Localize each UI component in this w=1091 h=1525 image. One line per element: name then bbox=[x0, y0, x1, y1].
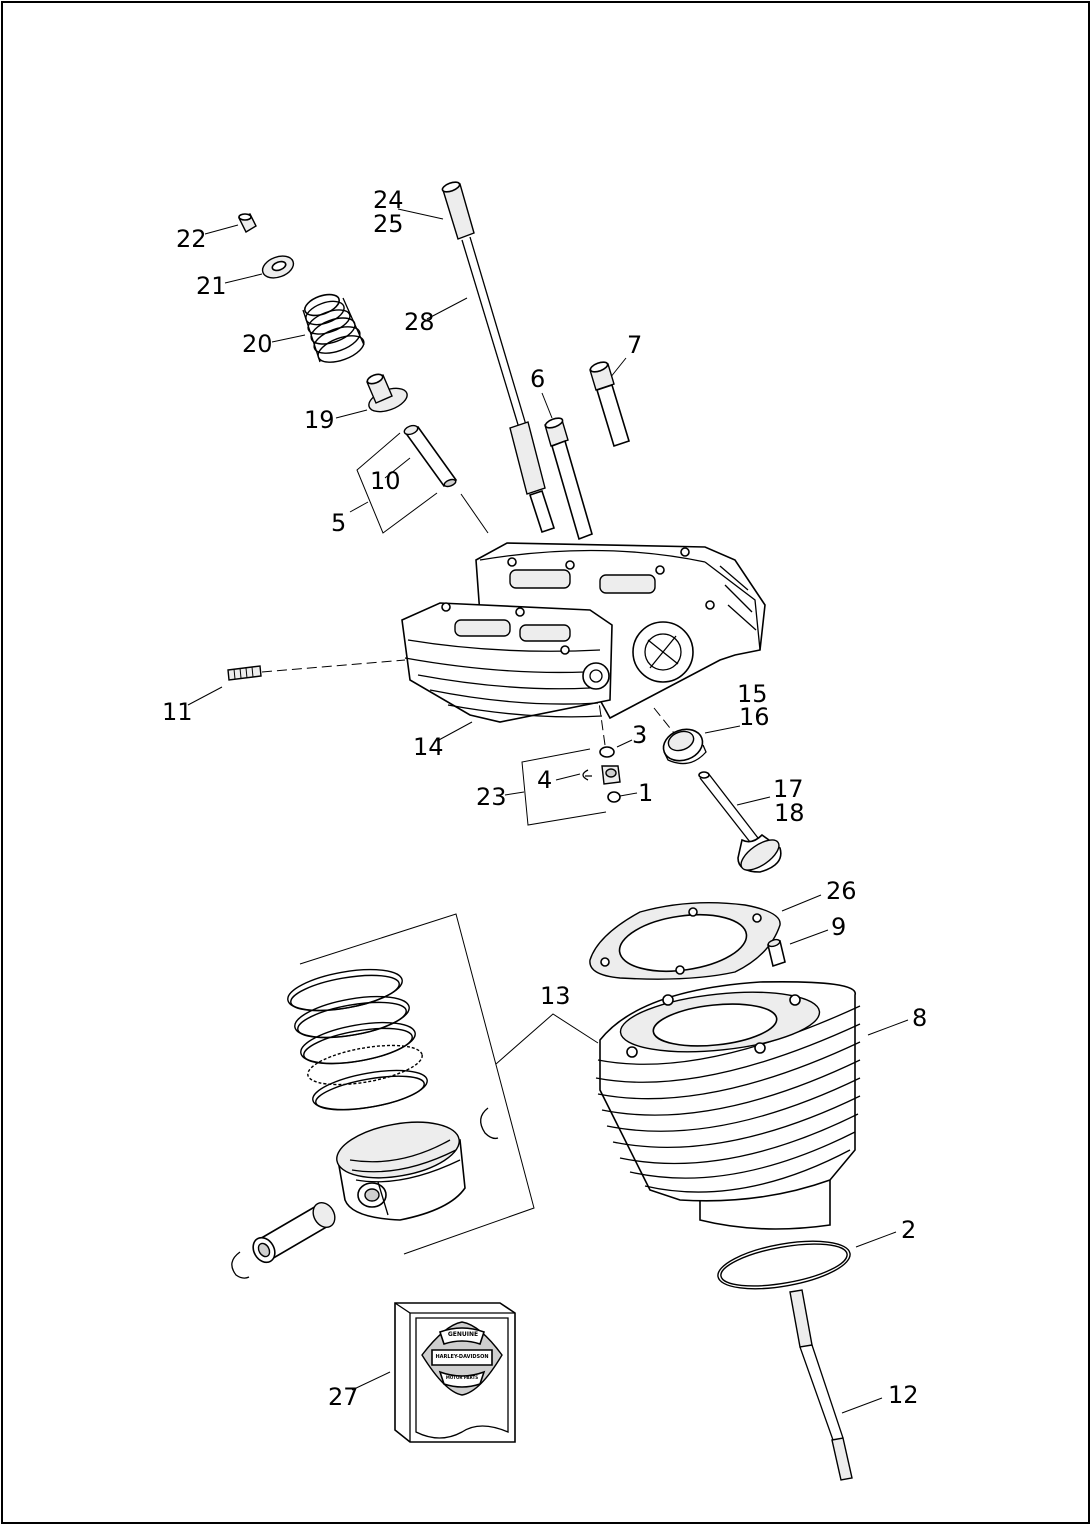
callout-16: 16 bbox=[739, 703, 770, 731]
dowel-pin-part bbox=[767, 938, 786, 968]
callout-26: 26 bbox=[826, 877, 857, 905]
cylinder-part bbox=[595, 980, 861, 1230]
valve-seat-part bbox=[662, 728, 707, 765]
valve-seal-part bbox=[366, 373, 408, 413]
callout-3: 3 bbox=[632, 721, 648, 749]
oil-fitting-part bbox=[582, 746, 621, 803]
callout-13: 13 bbox=[540, 982, 571, 1010]
piston-kit-bracket bbox=[299, 913, 535, 1255]
callout-15: 15 bbox=[737, 680, 768, 708]
callout-9: 9 bbox=[831, 913, 847, 941]
callout-24: 24 bbox=[373, 186, 404, 214]
genuine-parts-kit-box bbox=[394, 1302, 516, 1443]
piston-part bbox=[336, 1121, 466, 1221]
cylinder-head-part bbox=[401, 542, 766, 723]
callout-8: 8 bbox=[912, 1004, 928, 1032]
callout-4: 4 bbox=[537, 766, 553, 794]
stud-small-part bbox=[227, 665, 262, 681]
valve-guide-part bbox=[403, 424, 458, 488]
piston-rings-part bbox=[287, 968, 428, 1111]
logo-top-text: GENUINE bbox=[447, 1331, 479, 1338]
head-bolt-short-part bbox=[544, 417, 593, 541]
callout-18: 18 bbox=[774, 799, 805, 827]
logo-bottom-text: MOTOR PARTS bbox=[445, 1375, 479, 1380]
callout-27: 27 bbox=[328, 1383, 359, 1411]
callout-23: 23 bbox=[476, 783, 507, 811]
o-ring-part bbox=[717, 1240, 851, 1290]
oil-sensor-part bbox=[441, 181, 556, 534]
callout-10: 10 bbox=[370, 467, 401, 495]
callout-1: 1 bbox=[638, 779, 654, 807]
valve-spring-part bbox=[302, 293, 365, 363]
head-gasket-part bbox=[589, 901, 781, 980]
callout-6: 6 bbox=[530, 365, 546, 393]
cylinder-stud-part bbox=[789, 1289, 853, 1481]
callout-21: 21 bbox=[196, 272, 227, 300]
callout-20: 20 bbox=[242, 330, 273, 358]
callout-12: 12 bbox=[888, 1381, 919, 1409]
callout-19: 19 bbox=[304, 406, 335, 434]
callout-25: 25 bbox=[373, 210, 404, 238]
head-bolt-long-part bbox=[589, 361, 630, 448]
callout-14: 14 bbox=[413, 733, 444, 761]
spring-retainer-part bbox=[261, 255, 295, 279]
wrist-pin-part bbox=[252, 1201, 336, 1264]
piston-circlip-part bbox=[231, 1107, 499, 1279]
callout-7: 7 bbox=[627, 331, 643, 359]
callout-22: 22 bbox=[176, 225, 207, 253]
valve-keeper-part bbox=[238, 213, 257, 233]
callout-28: 28 bbox=[404, 308, 435, 336]
callout-17: 17 bbox=[773, 775, 804, 803]
callout-2: 2 bbox=[901, 1216, 917, 1244]
logo-brand-text: HARLEY-DAVIDSON bbox=[435, 1354, 489, 1360]
callout-11: 11 bbox=[162, 698, 193, 726]
leader-lines bbox=[187, 208, 909, 1414]
callout-5: 5 bbox=[331, 509, 347, 537]
valve-part bbox=[698, 771, 782, 873]
